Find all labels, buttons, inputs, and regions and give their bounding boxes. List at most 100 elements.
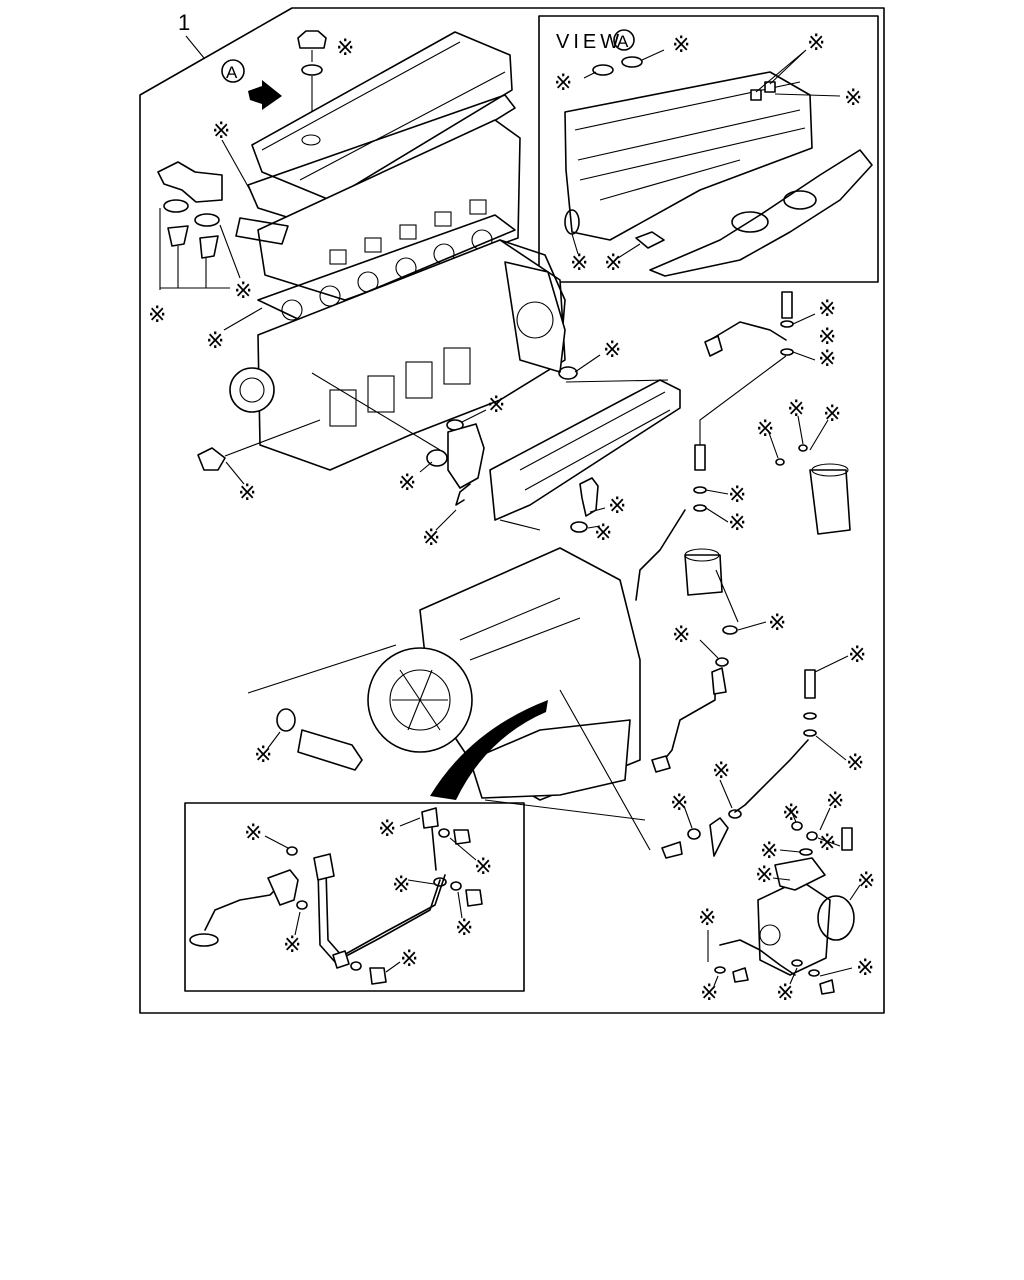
detail-callout-arrow — [430, 700, 548, 800]
kit-part-symbol: ※ — [398, 471, 416, 496]
view-a-marker-letter: A — [617, 32, 629, 51]
view-marker-letter: A — [226, 63, 238, 82]
sensor-left — [197, 447, 226, 471]
kit-part-symbol: ※ — [400, 947, 418, 972]
oil-pipe-middle — [659, 679, 716, 766]
banjo-bolt-1 — [781, 291, 793, 319]
coolant-pipe — [297, 729, 363, 771]
kit-part-symbol: ※ — [856, 956, 874, 981]
oil-pump-oring — [817, 895, 855, 941]
kit-part-symbol: ※ — [148, 303, 166, 328]
filler-cap-seal — [301, 64, 323, 76]
filter-oring-a — [775, 458, 785, 466]
pipe-oring — [276, 708, 296, 732]
kit-part-symbol: ※ — [212, 119, 230, 144]
view-a-marker-circle — [613, 29, 635, 51]
oil-pipe-lower — [734, 739, 809, 813]
kit-part-symbol: ※ — [700, 981, 718, 1006]
kit-part-symbol: ※ — [807, 31, 825, 56]
kit-part-symbol: ※ — [604, 251, 622, 276]
kit-part-symbol: ※ — [728, 511, 746, 536]
kit-part-symbol: ※ — [244, 821, 262, 846]
kit-frame — [139, 7, 885, 1014]
thermostat-seal-2 — [194, 213, 220, 227]
kit-part-symbol: ※ — [455, 916, 473, 941]
view-marker-circle — [221, 59, 245, 83]
filter-washer — [722, 625, 738, 635]
reference-leader — [185, 35, 205, 59]
kit-part-symbol: ※ — [818, 831, 836, 856]
kit-part-symbol: ※ — [670, 791, 688, 816]
kit-part-symbol: ※ — [378, 817, 396, 842]
kit-part-symbol: ※ — [768, 611, 786, 636]
view-a-title: VIEW — [556, 31, 623, 53]
water-pump-housing — [447, 423, 485, 489]
kit-part-symbol: ※ — [603, 338, 621, 363]
view-a-cylinder-head — [564, 71, 813, 241]
view-a-gasket-4 — [635, 231, 665, 249]
view-a-oring-1 — [592, 64, 614, 76]
kit-part-symbol: ※ — [672, 33, 690, 58]
kit-part-symbol: ※ — [818, 325, 836, 350]
inset-oil-pipe-b — [325, 869, 446, 957]
detail-inset-frame — [184, 802, 525, 992]
kit-part-symbol: ※ — [570, 251, 588, 276]
thermostat-2 — [199, 235, 219, 259]
timing-cover — [504, 261, 566, 373]
view-a-exhaust-manifold — [649, 149, 873, 277]
kit-part-symbol: ※ — [728, 483, 746, 508]
kit-part-symbol: ※ — [755, 863, 773, 888]
kit-part-symbol: ※ — [234, 279, 252, 304]
kit-part-symbol: ※ — [846, 751, 864, 776]
view-a-plug-1 — [764, 81, 776, 93]
banjo-bolt-3 — [804, 669, 816, 699]
water-pump-oring — [426, 449, 448, 467]
kit-part-symbol: ※ — [336, 36, 354, 61]
kit-part-symbol: ※ — [698, 906, 716, 931]
kit-part-symbol: ※ — [818, 347, 836, 372]
kit-part-symbol: ※ — [608, 494, 626, 519]
detail-inset: ※ ※ ※ ※ ※ ※ ※ — [184, 802, 525, 992]
view-a-plug-2 — [750, 89, 762, 101]
banjo-washer-2 — [780, 348, 794, 356]
kit-part-symbol: ※ — [474, 855, 492, 880]
kit-part-symbol: ※ — [392, 873, 410, 898]
banjo-bolt-2 — [694, 444, 706, 471]
oil-pump-pipe — [719, 939, 796, 976]
kit-part-symbol: ※ — [844, 86, 862, 111]
kit-part-symbol: ※ — [823, 402, 841, 427]
water-pump-gasket — [455, 483, 471, 506]
kit-part-symbol: ※ — [826, 789, 844, 814]
view-direction-arrow — [248, 80, 282, 110]
kit-part-symbol: ※ — [787, 397, 805, 422]
view-a-oring-2 — [621, 56, 643, 68]
kit-part-symbol: ※ — [487, 393, 505, 418]
kit-part-symbol: ※ — [283, 933, 301, 958]
pipe-eye-washer — [728, 809, 742, 819]
kit-part-symbol: ※ — [238, 481, 256, 506]
kit-part-symbol: ※ — [594, 521, 612, 546]
kit-part-symbol: ※ — [712, 759, 730, 784]
banjo-washer-1 — [780, 320, 794, 328]
thermostat-housing — [157, 161, 223, 203]
kit-part-symbol: ※ — [254, 743, 272, 768]
kit-part-symbol: ※ — [206, 329, 224, 354]
oil-filter-center — [684, 554, 723, 596]
kit-part-symbol: ※ — [422, 526, 440, 551]
water-outlet-gasket — [235, 217, 289, 245]
kit-part-symbol: ※ — [776, 981, 794, 1006]
kit-part-symbol: ※ — [760, 839, 778, 864]
thermostat-1 — [167, 225, 189, 247]
front-seal — [558, 366, 578, 380]
cylinder-head-gasket — [257, 214, 516, 321]
filter-oring-b — [798, 444, 808, 452]
thermostat-seal-1 — [163, 199, 189, 213]
crank-pulley — [229, 367, 275, 413]
rocker-cover — [251, 31, 513, 201]
kit-part-symbol: ※ — [756, 417, 774, 442]
oil-pan — [469, 719, 631, 799]
kit-part-symbol: ※ — [818, 297, 836, 322]
kit-part-symbol: ※ — [782, 801, 800, 826]
kit-part-symbol: ※ — [554, 71, 572, 96]
